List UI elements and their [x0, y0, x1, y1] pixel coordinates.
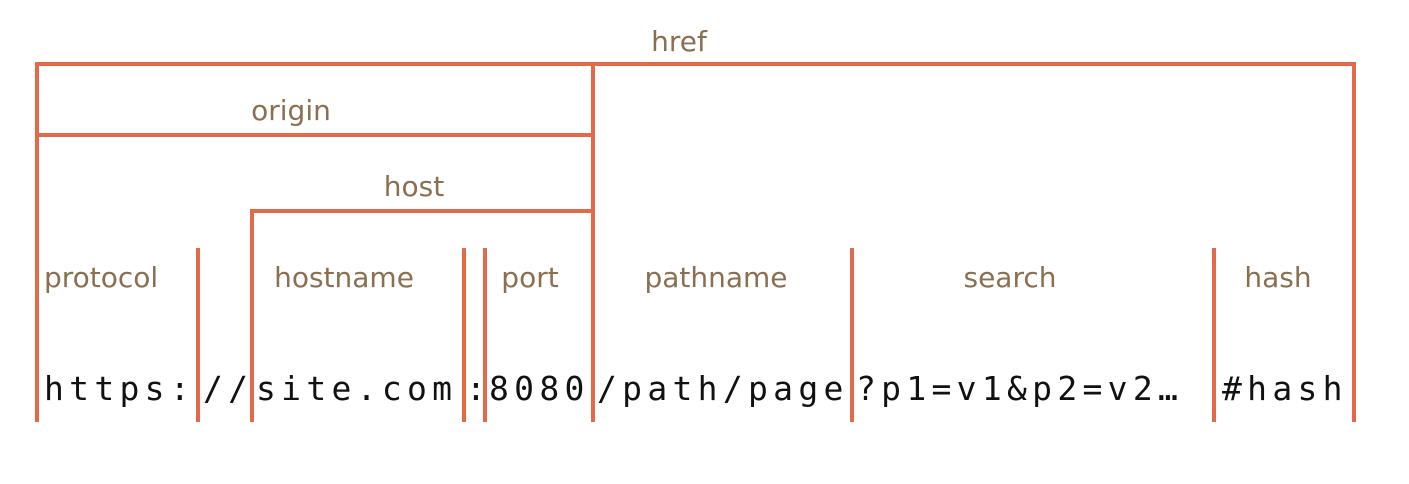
url-port: 8080: [489, 369, 590, 408]
origin-bracket-top: [35, 133, 595, 137]
divider-hostname-colon: [462, 248, 466, 422]
url-slashes: //: [203, 369, 254, 408]
origin-bracket-right: [591, 62, 595, 422]
hostname-label: hostname: [274, 261, 414, 294]
url-protocol: https:: [44, 369, 196, 408]
search-label: search: [963, 261, 1057, 294]
origin-label: origin: [251, 94, 331, 127]
divider-protocol-slashes: [196, 248, 200, 422]
host-bracket-left: [250, 209, 254, 422]
host-bracket-top: [250, 209, 591, 213]
href-bracket-right: [1352, 62, 1356, 422]
host-label: host: [383, 170, 445, 203]
pathname-label: pathname: [644, 261, 788, 294]
divider-search-hash: [1212, 248, 1216, 422]
url-port-separator: :: [466, 369, 492, 408]
port-label: port: [501, 261, 559, 294]
url-search: ?p1=v1&p2=v2…: [856, 369, 1184, 408]
protocol-label: protocol: [44, 261, 159, 294]
href-label: href: [651, 25, 707, 58]
url-hostname: site.com: [256, 369, 458, 408]
url-hash: #hash: [1222, 369, 1348, 408]
divider-pathname-search: [850, 248, 854, 422]
url-pathname: /path/page: [597, 369, 849, 408]
href-bracket-top: [35, 62, 1356, 66]
href-bracket-left: [35, 62, 39, 422]
divider-colon-port: [483, 248, 487, 422]
hash-label: hash: [1244, 261, 1312, 294]
